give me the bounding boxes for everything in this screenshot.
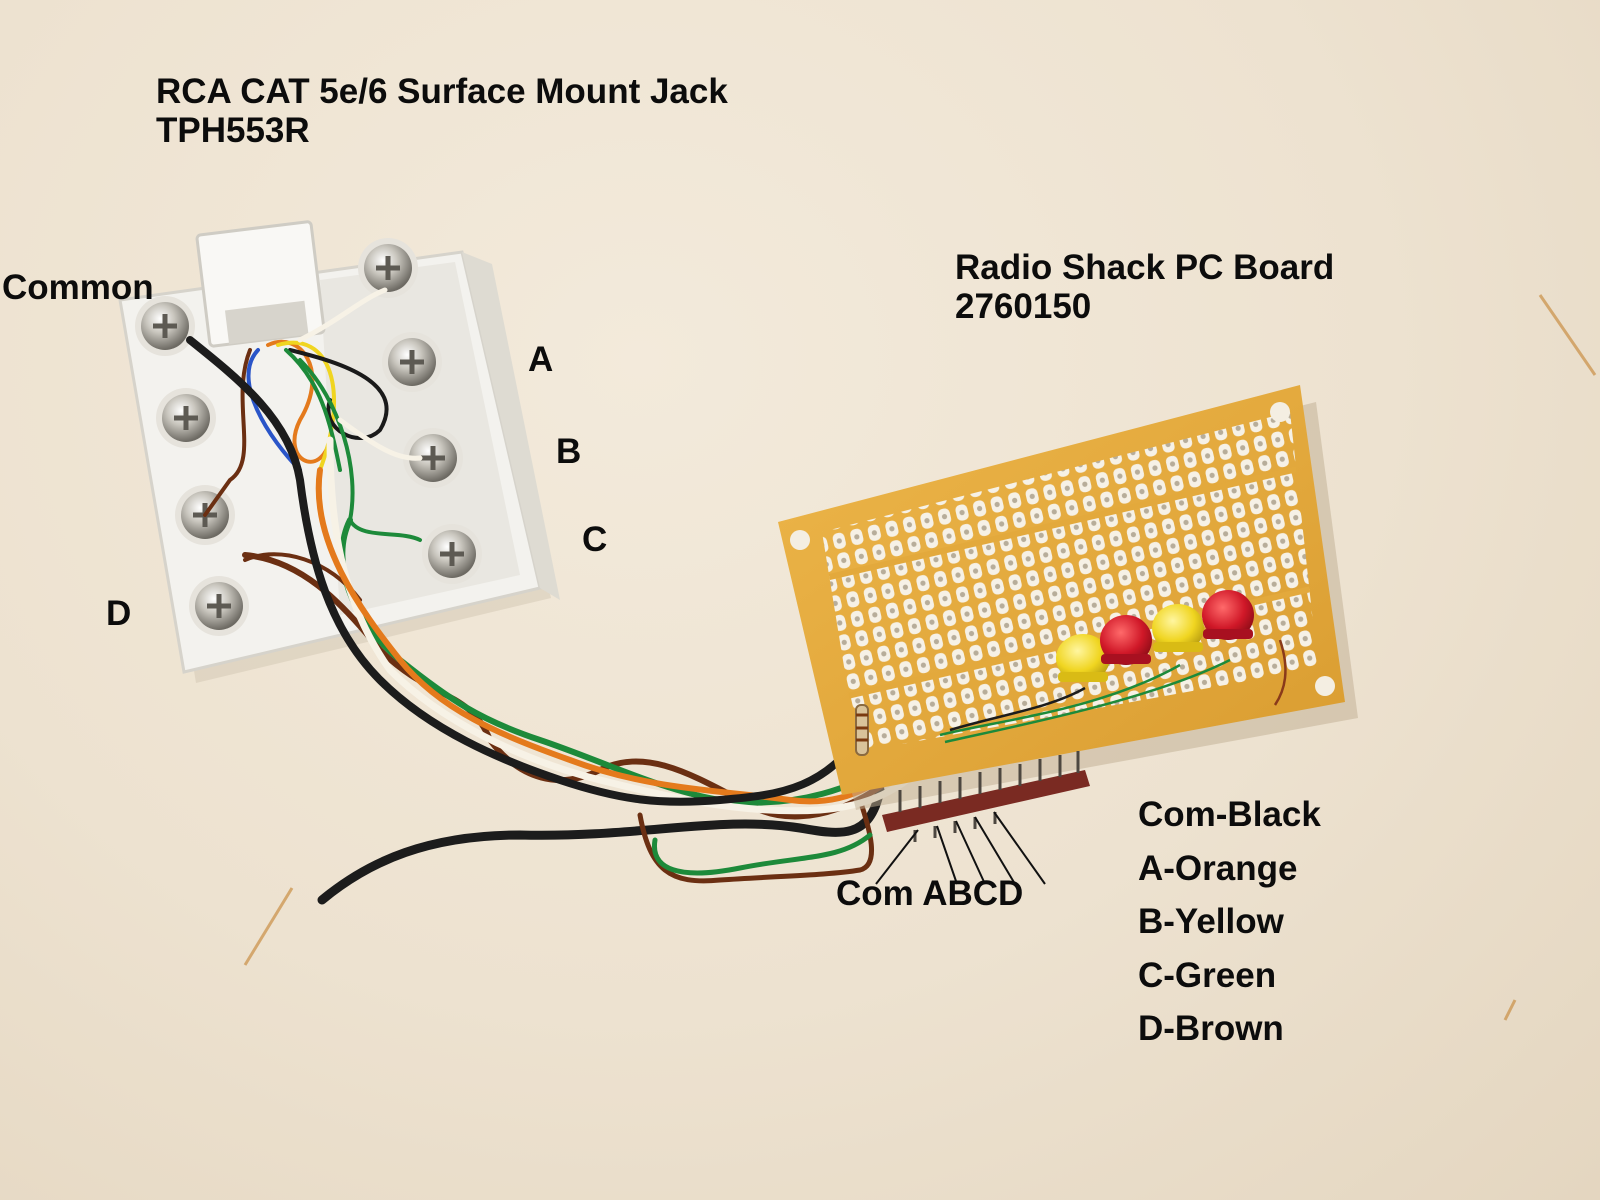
header-pins [898, 751, 1080, 812]
board-jumper-wires [939, 639, 1287, 744]
legend-item-d: D-Brown [1138, 1009, 1284, 1048]
legend-item-com: Com-Black [1138, 795, 1321, 834]
legend-item-c: C-Green [1138, 955, 1277, 995]
terminal-screws [135, 238, 482, 636]
wire-brown-loop [637, 797, 875, 884]
legend-item-b: B-Yellow [1138, 902, 1284, 941]
led-red-1 [1100, 615, 1152, 665]
label-pointer-lines [875, 811, 1046, 885]
screw-common [135, 296, 195, 356]
cable-bundle [186, 336, 934, 905]
wire-black-main [186, 336, 874, 806]
bus-strip-1 [822, 451, 1318, 593]
jack-title-line-2: TPH553R [156, 111, 310, 151]
jack-internal-wires [203, 287, 423, 602]
board-title: Radio Shack PC Board 2760150 [955, 248, 1334, 326]
board-title-line-1: Radio Shack PC Board [955, 248, 1335, 287]
screw-left-2 [156, 388, 216, 448]
resistor [855, 704, 869, 756]
screw-c [422, 524, 482, 584]
wire-orange-main [315, 467, 923, 805]
mount-hole-tl [790, 530, 810, 550]
rj45-opening [224, 300, 309, 345]
label-b: B [556, 432, 582, 471]
label-common: Common [2, 268, 154, 307]
mount-hole-br [1315, 676, 1335, 696]
jack-title: RCA CAT 5e/6 Surface Mount Jack TPH553R [156, 72, 728, 150]
screw-a [382, 332, 442, 392]
board-title-line-2: 2760150 [955, 287, 1092, 327]
label-a: A [528, 340, 554, 379]
mount-hole-tr [1270, 402, 1290, 422]
jack-side-edge [462, 252, 560, 600]
wire-color-legend: Com-Black A-Orange B-Yellow C-Green D-Br… [1138, 788, 1321, 1056]
label-c: C [582, 520, 608, 559]
surface-mount-jack [118, 220, 560, 683]
screw-b [403, 428, 463, 488]
jack-title-line-1: RCA CAT 5e/6 Surface Mount Jack [156, 72, 728, 111]
led-red-2 [1202, 590, 1254, 640]
label-d: D [106, 594, 132, 633]
wire-black-tail [317, 785, 885, 905]
led-yellow-1 [1056, 634, 1110, 682]
screw-d [189, 576, 249, 636]
table-scratches [243, 294, 1597, 1021]
header-body [882, 770, 1090, 832]
led-yellow-2 [1152, 604, 1204, 652]
legend-item-a: A-Orange [1138, 848, 1298, 888]
screw-top-right [358, 238, 418, 298]
wire-green-loop [651, 832, 873, 876]
leds [1056, 590, 1254, 682]
label-com-abcd: Com ABCD [836, 874, 1024, 913]
header-strip [882, 751, 1090, 842]
